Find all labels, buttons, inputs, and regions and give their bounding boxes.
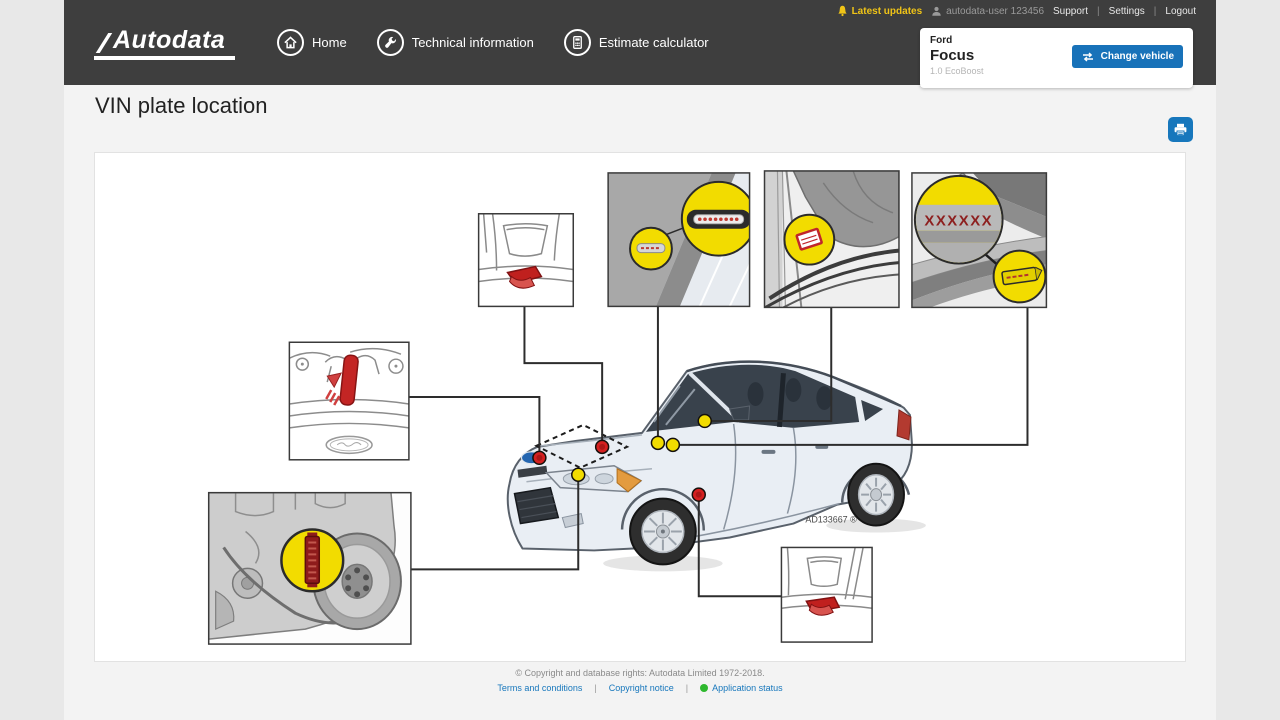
callout-engine-block (208, 492, 411, 645)
callout-door-pillar-label (764, 170, 899, 308)
site: Autodata Home Technical information Esti… (64, 0, 1216, 720)
user-icon (932, 6, 941, 16)
vin-mask-text: XXXXXX (924, 213, 993, 230)
latest-updates-label: Latest updates (851, 5, 923, 17)
vehicle-panel: Ford Focus 1.0 EcoBoost Change vehicle (920, 28, 1193, 88)
user-account[interactable]: autodata-user 123456 (931, 6, 1044, 17)
logo-slash-icon (95, 33, 113, 53)
callout-connectors (408, 306, 1029, 598)
nav-estimate-calculator[interactable]: Estimate calculator (563, 29, 709, 56)
latest-updates-link[interactable]: Latest updates (837, 5, 923, 17)
wrench-icon (376, 29, 404, 56)
callout-windscreen-vin (608, 172, 750, 307)
callout-engine-top (289, 342, 410, 460)
change-vehicle-button[interactable]: Change vehicle (1071, 45, 1183, 68)
support-link[interactable]: Support (1053, 5, 1089, 17)
vehicle-variant: 1.0 EcoBoost (930, 66, 984, 76)
callout-borders (207, 170, 1048, 645)
printer-icon (1174, 123, 1187, 136)
vehicle-model: Focus (930, 47, 975, 64)
callout-under-seat-bottom (781, 547, 873, 643)
footer-separator: | (594, 683, 597, 693)
footer-separator: | (685, 683, 689, 693)
page-title: VIN plate location (95, 93, 268, 118)
copyright-text: © Copyright and database rights: Autodat… (515, 668, 765, 678)
callout-under-seat-top (478, 213, 574, 307)
diagram-card: XXXXXX (94, 152, 1186, 662)
print-button[interactable] (1168, 117, 1193, 142)
application-status-label: Application status (712, 683, 783, 693)
bell-icon (837, 5, 847, 17)
utility-separator: | (1097, 5, 1100, 17)
nav-home[interactable]: Home (277, 29, 347, 56)
callout-floor-stamping: XXXXXX (911, 172, 1047, 308)
settings-link[interactable]: Settings (1108, 5, 1145, 17)
brand-text: Autodata (113, 26, 226, 54)
swap-arrows-icon (1082, 51, 1093, 62)
utility-separator: | (1153, 5, 1157, 17)
vin-location-diagram: XXXXXX (207, 170, 1048, 645)
user-label: autodata-user 123456 (946, 5, 1045, 17)
nav-home-label: Home (312, 35, 347, 50)
footer: © Copyright and database rights: Autodat… (64, 668, 1216, 693)
calculator-icon (563, 29, 591, 56)
main-nav: Home Technical information Estimate calc… (277, 0, 709, 85)
logout-link[interactable]: Logout (1165, 5, 1196, 17)
vehicle-make: Ford (930, 35, 953, 46)
nav-calculator-label: Estimate calculator (598, 35, 709, 50)
utility-bar: Latest updates autodata-user 123456 Supp… (837, 5, 1196, 17)
nav-technical-information[interactable]: Technical information (376, 29, 534, 56)
location-markers (532, 413, 712, 502)
figure-code: AD133667 ® (805, 515, 857, 525)
autodata-logo[interactable]: Autodata (94, 26, 236, 60)
nav-technical-label: Technical information (411, 35, 534, 50)
copyright-notice-link[interactable]: Copyright notice (608, 683, 674, 693)
car-illustration (506, 360, 926, 572)
status-green-dot (700, 684, 709, 692)
terms-link[interactable]: Terms and conditions (497, 683, 583, 693)
application-status-link[interactable]: Application status (700, 683, 783, 693)
home-icon (277, 29, 304, 56)
change-vehicle-label: Change vehicle (1100, 51, 1174, 62)
